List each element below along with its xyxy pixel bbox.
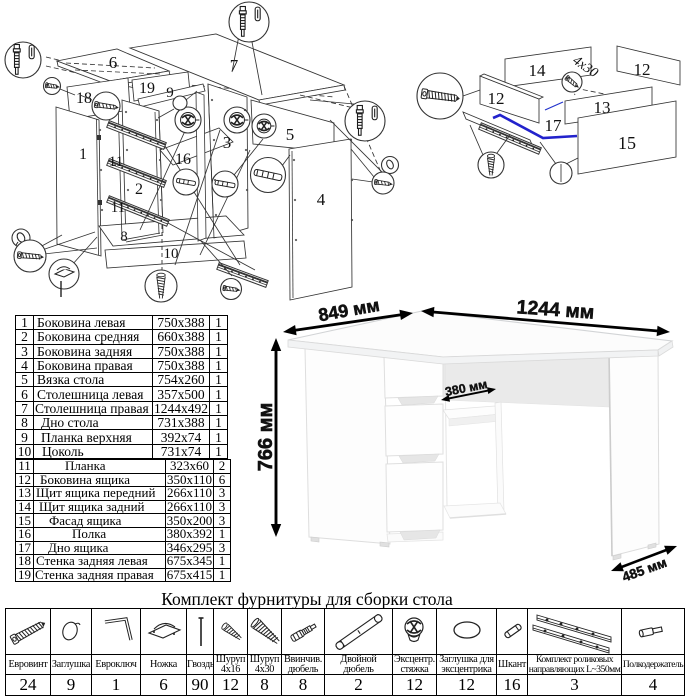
svg-text:19: 19 bbox=[139, 80, 155, 97]
svg-text:11: 11 bbox=[109, 154, 123, 170]
svg-text:849 мм: 849 мм bbox=[317, 295, 381, 325]
svg-text:3: 3 bbox=[223, 133, 232, 152]
svg-text:766 мм: 766 мм bbox=[255, 403, 277, 472]
svg-text:16: 16 bbox=[175, 151, 191, 168]
svg-text:8: 8 bbox=[120, 229, 128, 245]
svg-text:17: 17 bbox=[545, 116, 563, 135]
svg-text:1244 мм: 1244 мм bbox=[516, 296, 595, 323]
svg-text:1: 1 bbox=[79, 146, 87, 163]
svg-text:9: 9 bbox=[166, 85, 174, 101]
svg-text:11: 11 bbox=[111, 200, 125, 216]
svg-text:5: 5 bbox=[286, 125, 295, 144]
svg-text:6: 6 bbox=[109, 53, 118, 72]
svg-text:4: 4 bbox=[317, 190, 326, 209]
svg-text:12: 12 bbox=[634, 60, 651, 79]
svg-text:2: 2 bbox=[135, 181, 143, 198]
svg-text:15: 15 bbox=[618, 133, 636, 153]
svg-text:7: 7 bbox=[230, 56, 239, 75]
svg-text:14: 14 bbox=[529, 61, 547, 80]
svg-text:12: 12 bbox=[488, 89, 505, 108]
svg-text:10: 10 bbox=[164, 246, 179, 262]
svg-text:13: 13 bbox=[594, 98, 611, 117]
svg-text:18: 18 bbox=[76, 90, 92, 107]
